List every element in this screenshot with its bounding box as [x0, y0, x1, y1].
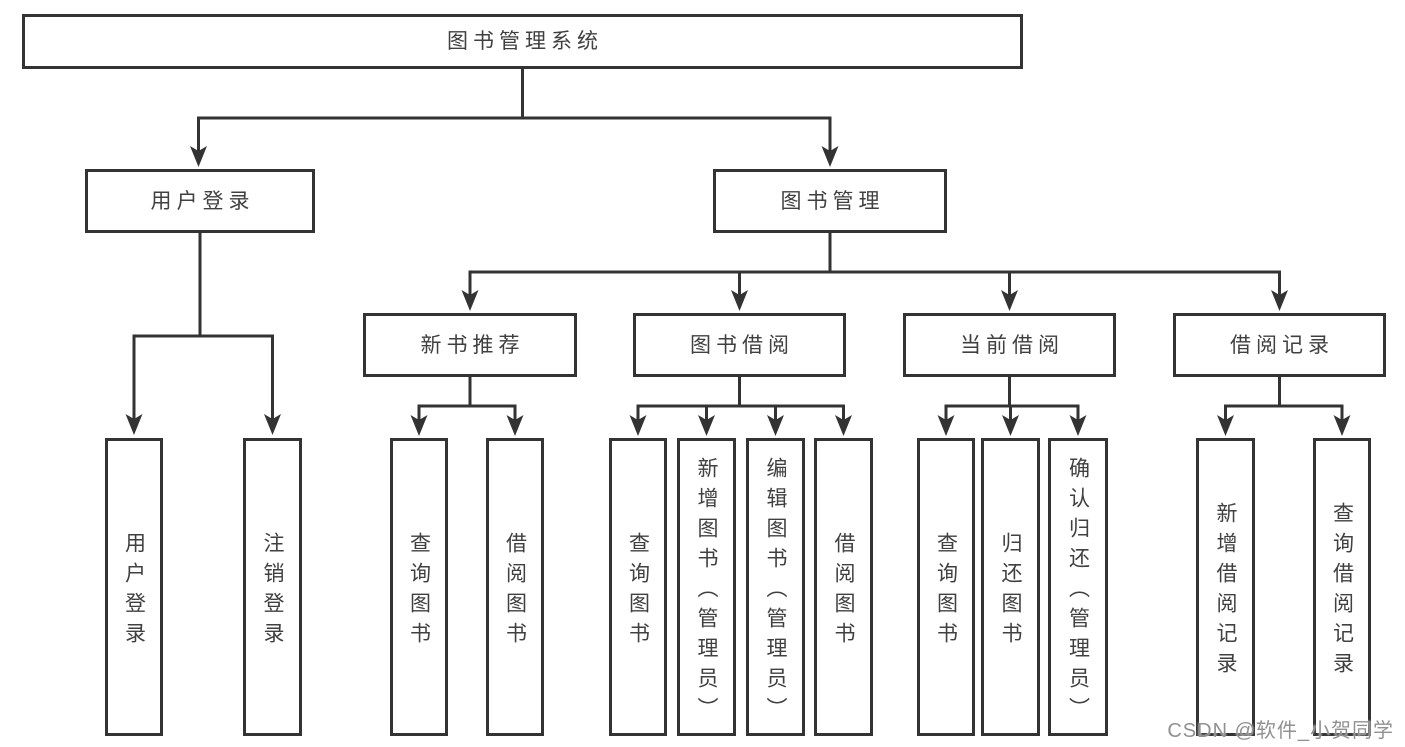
connector-borrow-record-to-leaves — [1224, 377, 1344, 421]
leaf-bb-borrow-book-label: 借阅图书 — [832, 531, 855, 652]
node-current-borrow: 当前借阅 — [903, 313, 1116, 377]
connector-root-to-level2 — [197, 69, 832, 151]
node-root-label: 图书管理系统 — [447, 30, 603, 53]
leaf-br-add-record: 新增借阅记录 — [1196, 438, 1255, 736]
leaf-bb-query-book: 查询图书 — [609, 438, 667, 736]
leaf-bb-borrow-book: 借阅图书 — [814, 438, 873, 736]
leaf-bb-add-book-label: 新增图书（管理员） — [695, 456, 718, 727]
connector-user-login-to-leaves — [132, 233, 274, 419]
node-user-login-label: 用户登录 — [150, 189, 255, 213]
node-current-borrow-label: 当前借阅 — [960, 333, 1064, 357]
node-root: 图书管理系统 — [22, 14, 1023, 69]
leaf-br-query-record-label: 查询借阅记录 — [1330, 501, 1354, 682]
leaf-br-query-record: 查询借阅记录 — [1313, 438, 1371, 736]
csdn-watermark: CSDN @软件_小贺同学 — [1167, 720, 1394, 742]
node-book-borrow: 图书借阅 — [633, 313, 846, 377]
leaf-cb-confirm-return-label: 确认归还（管理员） — [1066, 456, 1090, 727]
leaf-user-login-label: 用户登录 — [122, 531, 146, 652]
leaf-bb-edit-book: 编辑图书（管理员） — [746, 438, 805, 736]
leaf-cb-return-book-label: 归还图书 — [999, 531, 1022, 652]
leaf-nb-query-book-label: 查询图书 — [407, 531, 431, 652]
leaf-cb-confirm-return: 确认归还（管理员） — [1048, 438, 1108, 736]
leaf-nb-borrow-book: 借阅图书 — [486, 438, 544, 736]
leaf-bb-query-book-label: 查询图书 — [626, 531, 650, 652]
node-user-login: 用户登录 — [85, 169, 315, 233]
leaf-nb-borrow-book-label: 借阅图书 — [503, 531, 527, 652]
leaf-cb-query-book-label: 查询图书 — [934, 531, 958, 652]
connector-new-book-recommend-to-leaves — [417, 377, 517, 421]
node-book-management: 图书管理 — [713, 169, 947, 233]
leaf-br-add-record-label: 新增借阅记录 — [1214, 501, 1237, 682]
connector-current-borrow-to-leaves — [944, 377, 1080, 421]
connector-book-management-to-level3 — [468, 233, 1281, 296]
node-new-book-recommend: 新书推荐 — [363, 313, 577, 377]
node-borrow-record: 借阅记录 — [1173, 313, 1386, 377]
leaf-bb-edit-book-label: 编辑图书（管理员） — [764, 456, 787, 727]
leaf-bb-add-book: 新增图书（管理员） — [677, 438, 736, 736]
node-new-book-recommend-label: 新书推荐 — [420, 333, 525, 357]
node-book-management-label: 图书管理 — [780, 189, 885, 213]
leaf-logout: 注销登录 — [243, 438, 302, 736]
node-borrow-record-label: 借阅记录 — [1230, 333, 1334, 357]
connector-book-borrow-to-leaves — [636, 377, 845, 421]
leaf-logout-label: 注销登录 — [261, 531, 284, 652]
node-book-borrow-label: 图书借阅 — [690, 333, 794, 357]
leaf-cb-query-book: 查询图书 — [917, 438, 975, 736]
leaf-user-login: 用户登录 — [105, 438, 163, 736]
leaf-nb-query-book: 查询图书 — [390, 438, 448, 736]
leaf-cb-return-book: 归还图书 — [981, 438, 1040, 736]
